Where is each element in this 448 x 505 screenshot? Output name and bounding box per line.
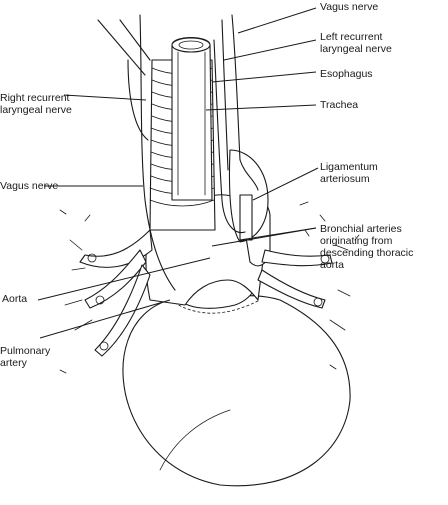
heart-contour [159,409,231,471]
right-recurrent-nerve-path [127,59,149,141]
right-vagus-nerve-path [139,14,176,291]
label-trachea: Trachea [320,99,359,111]
label-right-recurrent-laryngeal-nerve: Right recurrent laryngeal nerve [0,92,72,116]
left-carotid [221,19,229,171]
label-aorta: Aorta [2,293,28,305]
label-ligamentum-arteriosum: Ligamentum arteriosum [320,161,378,185]
label-vagus-nerve-right: Vagus nerve [320,1,379,13]
right-subclavian-artery [97,19,151,76]
esophagus-tube [171,36,213,201]
ligamentum-band [239,194,253,241]
heart-dashed-contour [169,299,261,314]
right-bronchial-tree [64,229,153,357]
label-pulmonary-artery: Pulmonary artery [0,345,51,369]
left-bronchial-tree [257,244,351,331]
heart-outline [122,295,351,487]
label-bronchial-arteries: Bronchial arteries originating from desc… [320,223,414,271]
label-left-recurrent-laryngeal-nerve: Left recurrent laryngeal nerve [320,31,392,55]
leader-lines [37,7,319,339]
left-recurrent-nerve-path [213,39,246,234]
label-esophagus: Esophagus [320,68,373,80]
left-vagus-nerve-path [231,14,259,191]
label-vagus-nerve-left: Vagus nerve [0,180,59,192]
small-vessel-marks [59,201,360,374]
